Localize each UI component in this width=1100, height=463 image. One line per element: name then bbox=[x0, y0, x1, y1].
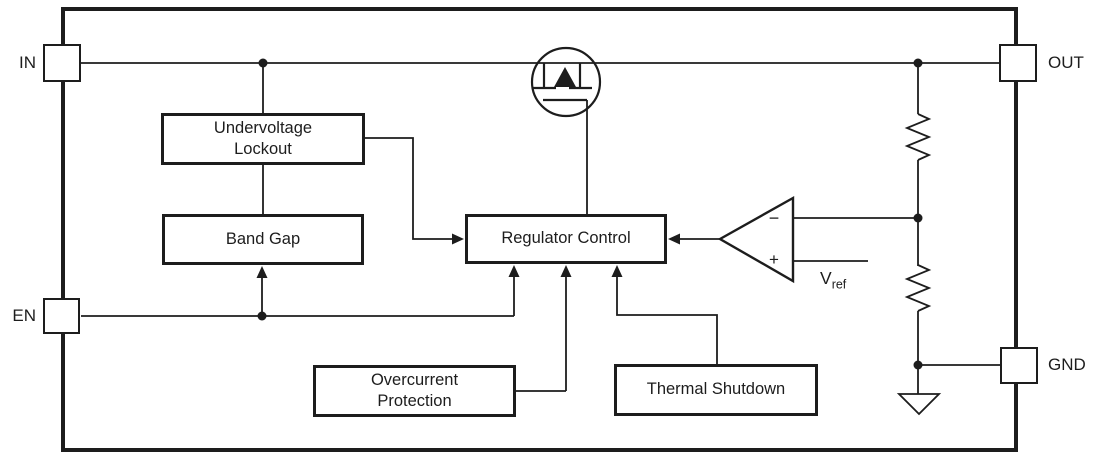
block-overcurrent-protection: Overcurrent Protection bbox=[313, 365, 516, 417]
block-label: Protection bbox=[377, 392, 452, 410]
junction-dot bbox=[913, 58, 923, 68]
junction-dot bbox=[913, 360, 923, 370]
pin-label-gnd: GND bbox=[1048, 355, 1086, 374]
chip-boundary bbox=[61, 7, 1018, 452]
block-label: Band Gap bbox=[225, 229, 301, 248]
pin-pad-in bbox=[43, 44, 81, 82]
vref-label: Vref bbox=[820, 268, 847, 292]
block-regulator-control: Regulator Control bbox=[465, 214, 667, 264]
junction-dot bbox=[258, 58, 268, 68]
pin-pad-en bbox=[43, 298, 80, 334]
block-label: Thermal Shutdown bbox=[646, 380, 786, 399]
pass-transistor-icon bbox=[530, 46, 602, 118]
wire-uvl-to-regctrl bbox=[362, 137, 452, 240]
block-undervoltage-lockout: Undervoltage Lockout bbox=[161, 113, 365, 165]
block-label: Lockout bbox=[234, 140, 292, 158]
arrowhead-uvl-to-regctrl bbox=[452, 233, 464, 245]
error-amplifier-icon bbox=[717, 195, 795, 284]
wire-thermal-to-regctrl bbox=[616, 277, 718, 367]
amp-inverting-input-sign: − bbox=[768, 208, 780, 228]
junction-dot bbox=[913, 213, 923, 223]
pin-label-in: IN bbox=[19, 53, 36, 72]
amp-noninverting-input-sign: + bbox=[769, 250, 779, 269]
wire-ocp-to-regctrl bbox=[516, 277, 567, 392]
arrowhead-thermal-to-regctrl bbox=[611, 265, 623, 277]
vref-subscript: ref bbox=[831, 277, 847, 292]
ground-icon bbox=[896, 393, 942, 416]
resistor-bottom-icon bbox=[904, 264, 932, 312]
arrowhead-ocp-to-regctrl bbox=[560, 265, 572, 277]
pin-pad-out bbox=[999, 44, 1037, 82]
block-label: Regulator Control bbox=[501, 229, 631, 248]
resistor-top-icon bbox=[904, 113, 932, 161]
block-label: Overcurrent bbox=[370, 370, 459, 389]
arrowhead-en-to-regctrl bbox=[508, 265, 520, 277]
pin-label-en: EN bbox=[12, 306, 36, 325]
block-band-gap: Band Gap bbox=[162, 214, 364, 265]
arrowhead-en-to-bandgap bbox=[256, 266, 268, 278]
pin-label-out: OUT bbox=[1048, 53, 1084, 72]
pin-pad-gnd bbox=[1000, 347, 1038, 384]
block-thermal-shutdown: Thermal Shutdown bbox=[614, 364, 818, 416]
junction-dot bbox=[257, 311, 267, 321]
block-label: Undervoltage bbox=[213, 118, 313, 137]
arrowhead-amp-to-regctrl bbox=[668, 233, 680, 245]
vref-symbol: V bbox=[820, 268, 832, 288]
